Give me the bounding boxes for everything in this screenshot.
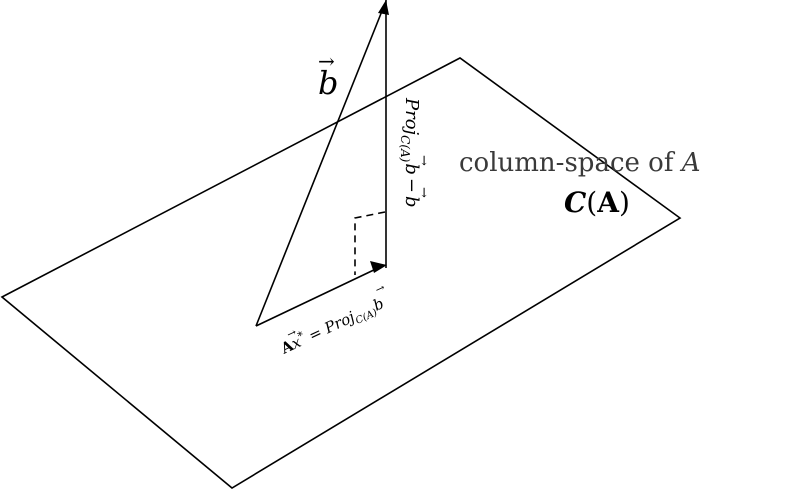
ax-equals: =: [306, 323, 325, 345]
residual-proj-word: Proj: [401, 97, 422, 136]
residual-minus: −: [401, 178, 422, 193]
svg-text:ProjC(A)b−b: ProjC(A)b−b: [398, 97, 422, 208]
right-angle-marker: [354, 211, 386, 275]
cspace-label: C(A): [564, 186, 630, 219]
column-space-plane: [0, 57, 682, 489]
residual-proj-sub: C(A): [398, 135, 412, 163]
vector-b-letter: b: [318, 64, 338, 102]
vector-b-arrow: →: [318, 49, 335, 73]
vector-b-line: [255, 5, 385, 327]
projection-arrowhead: [370, 261, 387, 273]
residual-b1-arrow: →: [416, 155, 431, 166]
vector-b-label: → b: [318, 49, 338, 102]
projection-line: [255, 267, 379, 327]
cspace-italic-c: C: [564, 186, 587, 219]
residual-label: ProjC(A)b−b → →: [398, 97, 431, 208]
ax-star: *: [295, 328, 306, 342]
ax-proj-word: Proj: [321, 308, 358, 338]
ax-proj-b-arrow: →: [373, 281, 387, 297]
column-space-var: A: [680, 148, 701, 178]
residual-b1: b: [401, 163, 422, 175]
column-space-text: column-space of: [459, 148, 682, 178]
column-space-label: column-space of A: [459, 148, 700, 178]
projection-label: Ax*=ProjC(A)b → →: [277, 281, 387, 358]
cspace-close: ): [619, 186, 630, 219]
residual-b2: b: [401, 196, 422, 208]
cspace-bold-a: A: [596, 186, 620, 219]
cspace-open: (: [586, 186, 597, 219]
residual-b2-arrow: →: [416, 187, 431, 198]
vector-b-arrowhead: [378, 0, 389, 15]
